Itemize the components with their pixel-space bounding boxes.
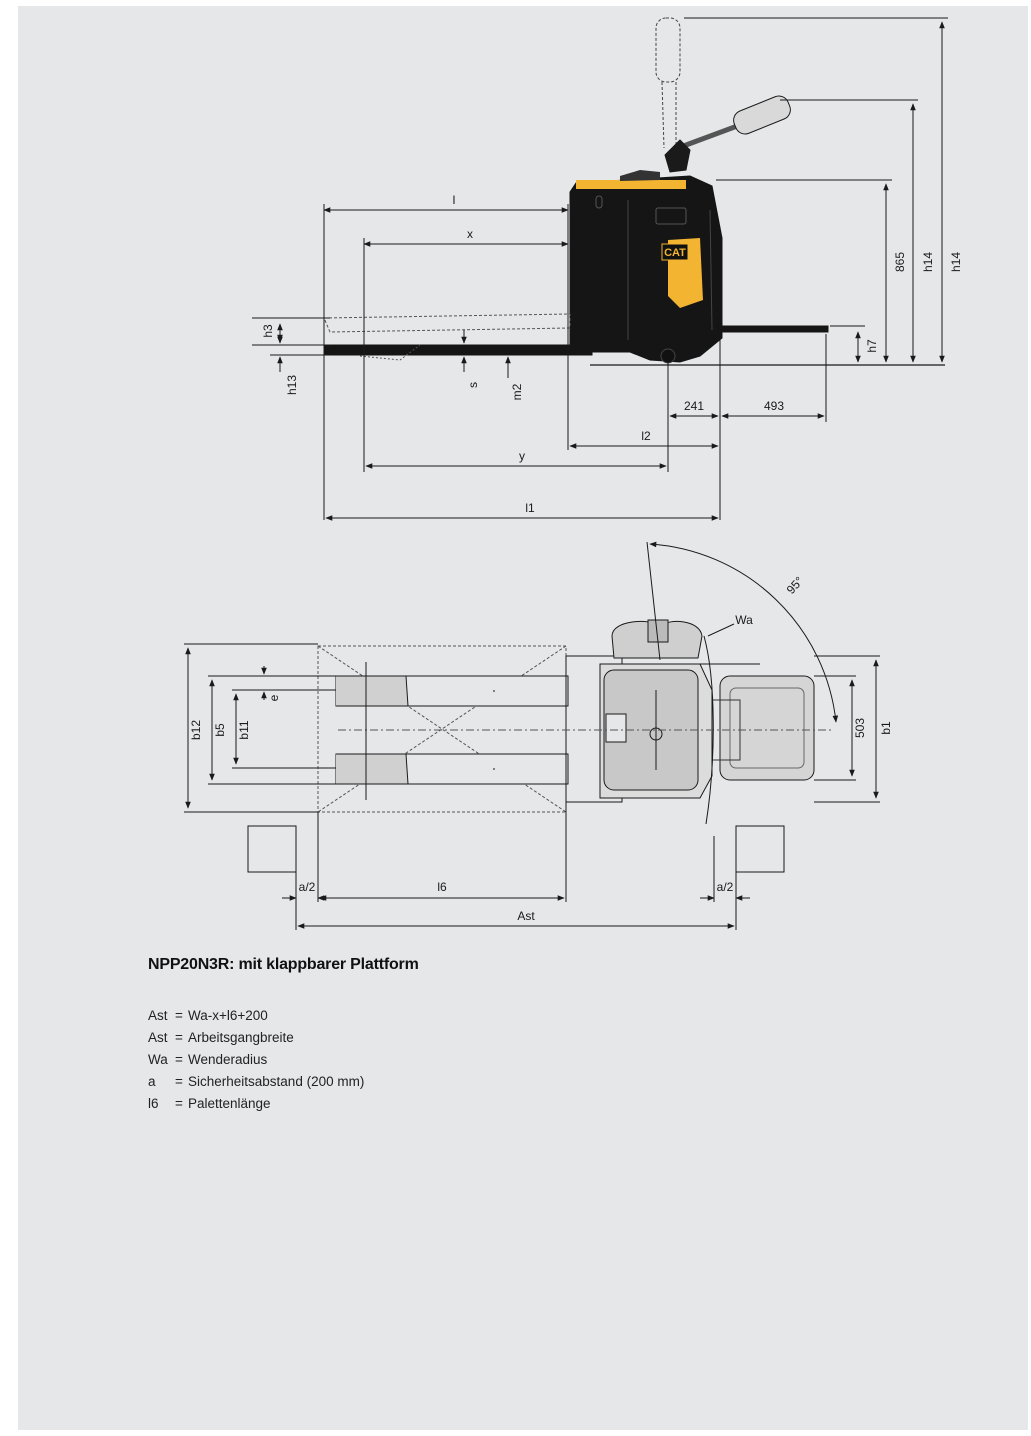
legend-row: a = Sicherheitsabstand (200 mm) (148, 1071, 364, 1093)
dim-l2: l2 (641, 429, 651, 443)
dim-l1: l1 (525, 501, 535, 515)
dim-b11: b11 (237, 720, 251, 739)
dim-b1: b1 (879, 721, 893, 735)
legend-row: l6 = Palettenlänge (148, 1093, 364, 1115)
legend-text: Wa-x+l6+200 (188, 1008, 268, 1023)
folding-platform (719, 325, 829, 333)
platform-top (719, 675, 815, 781)
formula-legend: Ast = Wa-x+l6+200 Ast = Arbeitsgangbreite Wa… (148, 1005, 364, 1115)
dim-a2-left: a/2 (299, 880, 316, 894)
dim-503: 503 (853, 718, 867, 738)
dim-865: 865 (893, 252, 907, 272)
dim-h14-a: h14 (921, 252, 935, 272)
legend-symbol: Ast (148, 1008, 168, 1023)
safety-box-right (735, 825, 785, 873)
legend-text: Arbeitsgangbreite (188, 1030, 294, 1045)
legend-text: Palettenlänge (188, 1096, 271, 1111)
dim-h13: h13 (285, 375, 299, 395)
fork-raised-dashed (323, 313, 571, 333)
cat-logo: CAT (664, 247, 686, 259)
tiller-arm (664, 95, 791, 173)
tiller-upright-dashed (655, 17, 681, 149)
dim-l6: l6 (437, 880, 447, 894)
legend-equals: = (175, 1074, 183, 1089)
dim-b5: b5 (213, 723, 227, 737)
dim-h3: h3 (261, 324, 275, 338)
legend-symbol: a (148, 1074, 156, 1089)
pallet-outline (317, 645, 567, 813)
legend-row: Ast = Wa-x+l6+200 (148, 1005, 364, 1027)
legend-row: Wa = Wenderadius (148, 1049, 364, 1071)
model-title: NPP20N3R: mit klappbarer Plattform (148, 956, 419, 973)
dim-e: e (267, 694, 281, 701)
dim-s: s (466, 382, 480, 388)
dim-m2: m2 (510, 383, 524, 400)
legend-symbol: Wa (148, 1052, 168, 1067)
dim-b12: b12 (189, 720, 203, 740)
dim-x: x (467, 227, 473, 241)
side-view-labels: l x h3 h13 s m2 h7 865 h14 h14 241 493 l… (261, 193, 963, 515)
dim-wa: Wa (735, 613, 753, 627)
legend-symbol: Ast (148, 1030, 168, 1045)
legend-equals: = (175, 1008, 183, 1023)
legend-equals: = (175, 1030, 183, 1045)
dim-h7: h7 (865, 339, 879, 353)
dim-angle: 95° (784, 574, 807, 597)
legend-symbol: l6 (148, 1096, 159, 1111)
dim-a2-right: a/2 (717, 880, 734, 894)
legend-row: Ast = Arbeitsgangbreite (148, 1027, 364, 1049)
legend-text: Sicherheitsabstand (200 mm) (188, 1074, 365, 1089)
dim-493: 493 (764, 399, 784, 413)
legend-equals: = (175, 1096, 183, 1111)
dim-ast: Ast (517, 909, 535, 923)
safety-box-left (247, 825, 297, 873)
dim-h14-b: h14 (949, 252, 963, 272)
dim-241: 241 (684, 399, 704, 413)
legend-equals: = (175, 1052, 183, 1067)
top-view (184, 541, 880, 930)
dim-y: y (519, 449, 525, 463)
dim-l: l (453, 193, 456, 207)
legend-text: Wenderadius (188, 1052, 268, 1067)
side-view: CAT (252, 17, 948, 521)
truck-body: CAT (569, 170, 723, 364)
